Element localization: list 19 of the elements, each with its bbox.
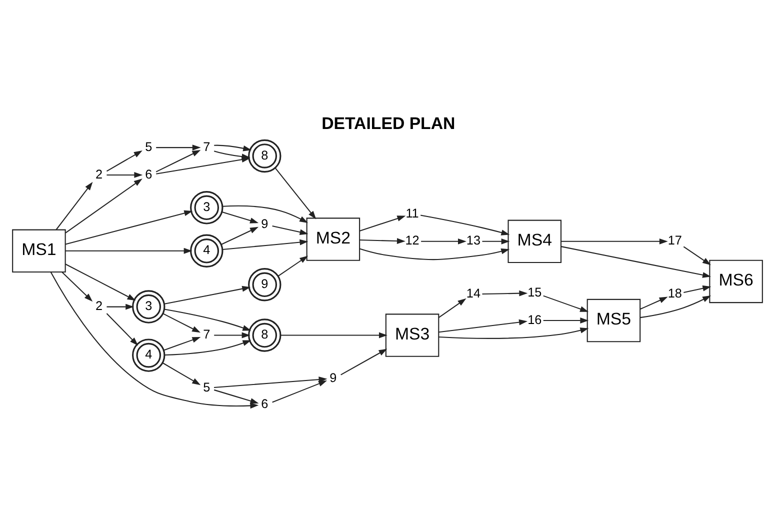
node-text: 6	[261, 397, 268, 412]
node-text: 2	[96, 167, 103, 182]
node-text: 5	[145, 140, 152, 154]
node-text: 7	[203, 328, 210, 342]
node-text: 17	[668, 234, 682, 248]
node-text: 16	[528, 312, 542, 327]
node-text: 14	[466, 286, 480, 300]
node-text: 9	[330, 370, 337, 385]
diagram-title: DETAILED PLAN	[322, 114, 456, 133]
node-text: 5	[203, 380, 210, 394]
node-text: 9	[261, 216, 268, 231]
node-text: 11	[406, 206, 419, 220]
node-text: 2	[96, 299, 103, 314]
node-text: 7	[203, 140, 210, 154]
node-text: 12	[405, 234, 420, 248]
node-text: 13	[466, 234, 480, 248]
node-text: 18	[668, 286, 682, 300]
node-text: 15	[528, 285, 542, 300]
node-text: 6	[145, 167, 152, 182]
